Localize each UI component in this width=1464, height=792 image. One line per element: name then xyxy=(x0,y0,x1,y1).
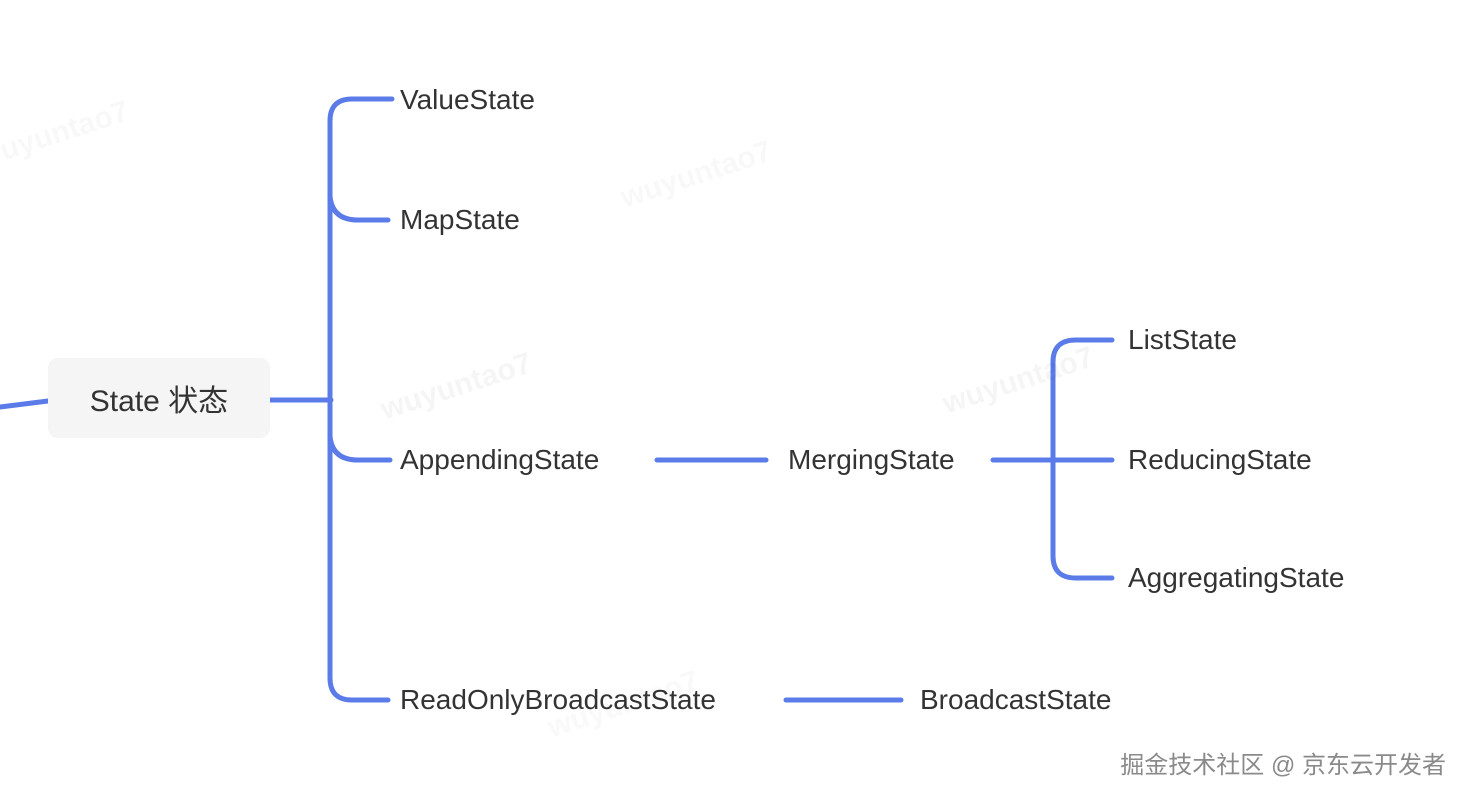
edge-branch-appendingstate xyxy=(327,433,393,463)
node-aggregatingstate[interactable]: AggregatingState xyxy=(1128,562,1345,594)
node-reducingstate[interactable]: ReducingState xyxy=(1128,444,1312,476)
edge-right-trunk xyxy=(1050,337,1115,581)
node-mapstate[interactable]: MapState xyxy=(400,204,520,236)
edge-incoming-left xyxy=(0,398,51,410)
root-node-state[interactable]: State 状态 xyxy=(48,358,270,438)
root-node-label: State 状态 xyxy=(89,385,229,418)
node-appendingstate[interactable]: AppendingState xyxy=(400,444,600,476)
node-readonlybroadcaststate[interactable]: ReadOnlyBroadcastState xyxy=(400,684,716,716)
footer-credit: 掘金技术社区 @ 京东云开发者 xyxy=(1120,752,1446,779)
edge-branch-mapstate xyxy=(327,193,391,223)
edge-main-trunk xyxy=(327,96,395,703)
node-liststate[interactable]: ListState xyxy=(1128,324,1237,356)
node-broadcaststate[interactable]: BroadcastState xyxy=(920,684,1112,716)
node-mergingstate[interactable]: MergingState xyxy=(788,444,955,476)
node-valuestate[interactable]: ValueState xyxy=(400,84,535,116)
